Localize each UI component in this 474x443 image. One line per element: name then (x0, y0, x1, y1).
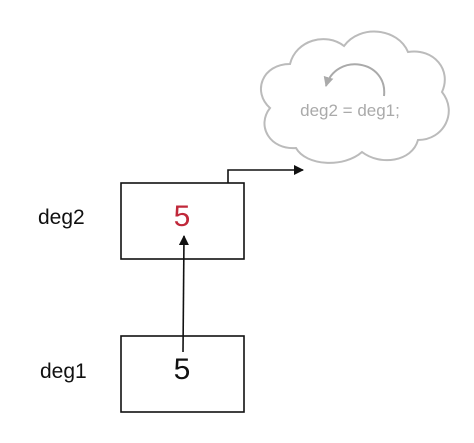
var-box-deg2 (120, 182, 245, 260)
copy-arrow (178, 235, 189, 353)
var-value-deg1: 5 (174, 353, 191, 386)
cloud-loop-arrow (323, 63, 386, 97)
statement-text: deg2 = deg1; (300, 101, 400, 120)
statement-cloud: deg2 = deg1; (260, 30, 450, 164)
cloud-shape (260, 30, 450, 164)
connector-arrow (227, 165, 304, 183)
var-label-deg1: deg1 (40, 360, 87, 383)
var-label-deg2: deg2 (38, 206, 85, 229)
var-value-deg2: 5 (174, 200, 191, 233)
